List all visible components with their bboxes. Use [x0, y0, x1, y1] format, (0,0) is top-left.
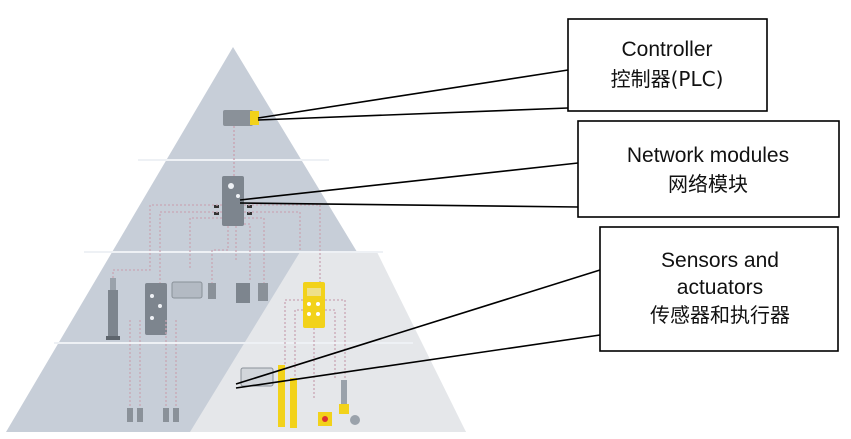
plc-controller-icon: [223, 110, 259, 126]
network-leader-bottom: [239, 202, 579, 208]
field-io-module-icon: [303, 282, 325, 328]
sensors-callout: Sensors and actuators 传感器和执行器: [599, 226, 839, 352]
controller-leader-bottom: [257, 107, 569, 121]
network-leader-top: [239, 162, 579, 201]
bottom-left-sensors: [127, 408, 179, 422]
sensor-wiring: [284, 299, 346, 400]
sensors-leader-top: [235, 269, 601, 385]
safety-light-curtains: [278, 365, 297, 428]
network-wiring: [112, 204, 321, 290]
network-label: Network modules: [627, 144, 789, 167]
network-module-icon: [214, 176, 252, 226]
network-callout: Network modules 网络模块: [577, 120, 840, 218]
controller-label-cn: 控制器(PLC): [611, 67, 724, 91]
sensors-leader-bottom: [235, 334, 601, 389]
sensors-label-line1: Sensors and: [661, 249, 779, 272]
sensors-label-cn: 传感器和执行器: [650, 303, 790, 327]
tower-light-icon: [106, 278, 120, 340]
io-module-icon: [145, 283, 167, 335]
bottom-left-cables: [129, 320, 177, 410]
sensors-label-line2: actuators: [677, 276, 763, 299]
controller-callout: Controller 控制器(PLC): [567, 18, 768, 112]
callout-leaders: [235, 69, 601, 389]
controller-label: Controller: [621, 38, 712, 61]
middle-devices: [171, 281, 268, 303]
network-label-cn: 网络模块: [668, 172, 748, 196]
controller-leader-top: [257, 69, 569, 119]
